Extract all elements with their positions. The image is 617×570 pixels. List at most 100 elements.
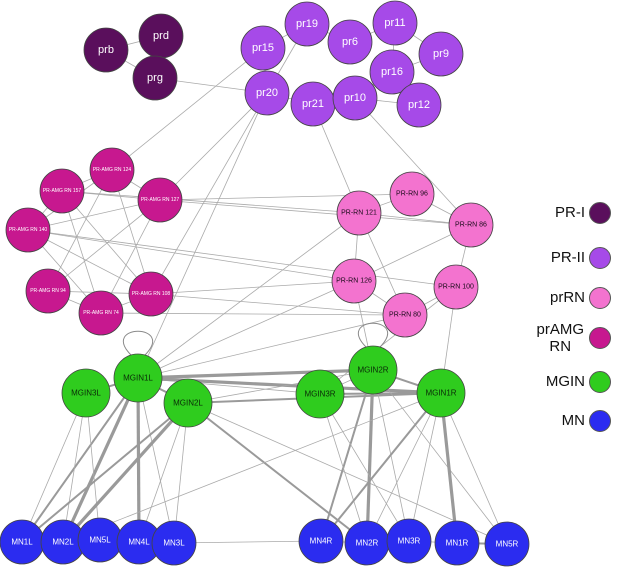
edge-pr20-amg108 xyxy=(150,92,268,295)
legend-swatch-pr-ii xyxy=(589,247,611,269)
node-MGIN3R[interactable]: MGIN3R xyxy=(295,369,345,419)
edge-MGIN3L-MN5L xyxy=(85,392,101,541)
node-label-pr21: pr21 xyxy=(302,98,324,110)
node-label-MN5L: MN5L xyxy=(89,536,111,545)
node-pr15[interactable]: pr15 xyxy=(240,25,286,71)
node-prd[interactable]: prd xyxy=(138,13,184,59)
node-amg108[interactable]: PR-AMG RN 108 xyxy=(128,271,174,317)
edge-MGIN3R-MN2R xyxy=(319,393,368,544)
edge-MN3L-MN4R xyxy=(173,540,322,544)
node-MN1L[interactable]: MN1L xyxy=(0,519,45,565)
edge-MGIN2L-MN2R xyxy=(187,402,368,544)
edge-rn80-MGIN1L xyxy=(137,314,406,379)
edge-MGIN1R-MN2R xyxy=(366,392,442,544)
node-amg157[interactable]: PR-AMG RN 157 xyxy=(39,168,85,214)
legend-label-mgin: MGIN xyxy=(545,373,585,390)
node-label-MN1L: MN1L xyxy=(11,538,33,547)
edge-rn100-MGIN3R xyxy=(319,286,457,395)
node-circle-MN3R xyxy=(386,518,432,564)
node-circle-pr16 xyxy=(369,49,415,95)
node-rn121[interactable]: PR-RN 121 xyxy=(336,190,382,236)
edge-rn121-MGIN1L xyxy=(137,212,360,379)
node-MN2R[interactable]: MN2R xyxy=(344,520,390,566)
edge-MGIN2L-MN4L xyxy=(138,402,189,543)
legend-swatch-mgin xyxy=(589,371,611,393)
edge-MGIN1L-MN3L xyxy=(137,377,175,544)
node-MGIN2R[interactable]: MGIN2R xyxy=(348,345,398,395)
node-label-pr10: pr10 xyxy=(344,92,366,104)
node-prb[interactable]: prb xyxy=(83,27,129,73)
legend-label-mn: MN xyxy=(561,412,585,429)
legend-label-pr-ii: PR-II xyxy=(550,249,585,266)
self-loop-MGIN2R xyxy=(358,322,388,349)
edge-amg124-amg94 xyxy=(47,169,113,292)
node-label-MGIN1L: MGIN1L xyxy=(123,374,153,383)
node-pr6[interactable]: pr6 xyxy=(327,19,373,65)
node-pr10[interactable]: pr10 xyxy=(332,75,378,121)
node-rn100[interactable]: PR-RN 100 xyxy=(433,264,479,310)
node-label-MN3L: MN3L xyxy=(163,539,185,548)
node-label-MN4R: MN4R xyxy=(310,537,333,546)
node-label-MN2R: MN2R xyxy=(356,539,379,548)
node-circle-rn100 xyxy=(433,264,479,310)
node-MN5L[interactable]: MN5L xyxy=(77,517,123,563)
edge-amg127-amg140 xyxy=(27,199,161,231)
edge-MGIN3L-MN2L xyxy=(62,392,87,543)
node-rn96[interactable]: PR-RN 96 xyxy=(389,171,435,217)
node-pr11[interactable]: pr11 xyxy=(372,0,418,46)
node-prg[interactable]: prg xyxy=(132,55,178,101)
node-pr21[interactable]: pr21 xyxy=(290,81,336,127)
node-label-rn126: PR-RN 126 xyxy=(336,278,372,285)
edge-MGIN1L-MGIN2R xyxy=(137,368,374,380)
node-amg74[interactable]: PR-AMG RN 74 xyxy=(78,290,124,336)
node-pr9[interactable]: pr9 xyxy=(418,31,464,77)
node-label-pr20: pr20 xyxy=(256,87,278,99)
node-label-MGIN3R: MGIN3R xyxy=(304,390,335,399)
node-circle-prb xyxy=(83,27,129,73)
node-rn80[interactable]: PR-RN 80 xyxy=(382,292,428,338)
node-label-MGIN2R: MGIN2R xyxy=(357,366,388,375)
node-MGIN1R[interactable]: MGIN1R xyxy=(416,368,466,418)
node-label-pr6: pr6 xyxy=(342,36,358,48)
node-MN5R[interactable]: MN5R xyxy=(484,521,530,567)
node-circle-MGIN3R xyxy=(295,369,345,419)
node-pr19[interactable]: pr19 xyxy=(284,1,330,47)
node-circle-amg140 xyxy=(5,207,51,253)
node-MGIN1L[interactable]: MGIN1L xyxy=(113,353,163,403)
node-MGIN2L[interactable]: MGIN2L xyxy=(163,378,213,428)
node-MN3L[interactable]: MN3L xyxy=(151,520,197,566)
self-loop-MGIN1L xyxy=(123,330,153,357)
node-label-pr15: pr15 xyxy=(252,42,274,54)
node-circle-rn86 xyxy=(448,202,494,248)
node-pr20[interactable]: pr20 xyxy=(244,70,290,116)
node-pr16[interactable]: pr16 xyxy=(369,49,415,95)
node-amg140[interactable]: PR-AMG RN 140 xyxy=(5,207,51,253)
edge-MGIN1R-MN5R xyxy=(440,392,508,545)
node-label-rn96: PR-RN 96 xyxy=(396,191,428,198)
node-MGIN3L[interactable]: MGIN3L xyxy=(61,368,111,418)
node-label-MN4L: MN4L xyxy=(128,538,150,547)
node-MN4R[interactable]: MN4R xyxy=(298,518,344,564)
edge-amg108-rn126 xyxy=(150,280,355,295)
edge-pr10-rn86 xyxy=(354,97,472,226)
edge-MGIN2R-MN4R xyxy=(320,369,374,542)
edge-pr20-amg127 xyxy=(159,92,268,201)
edge-MGIN2L-MN1L xyxy=(21,402,189,543)
node-pr12[interactable]: pr12 xyxy=(396,82,442,128)
node-MN3R[interactable]: MN3R xyxy=(386,518,432,564)
node-amg127[interactable]: PR-AMG RN 127 xyxy=(137,177,183,223)
node-label-MGIN2L: MGIN2L xyxy=(173,399,203,408)
node-MN1R[interactable]: MN1R xyxy=(434,520,480,566)
node-label-pr16: pr16 xyxy=(381,66,403,78)
node-circle-pr9 xyxy=(418,31,464,77)
node-rn126[interactable]: PR-RN 126 xyxy=(331,258,377,304)
node-amg124[interactable]: PR-AMG RN 124 xyxy=(89,147,135,193)
node-circle-pr20 xyxy=(244,70,290,116)
node-rn86[interactable]: PR-RN 86 xyxy=(448,202,494,248)
edge-MGIN2L-MN2L xyxy=(61,401,190,544)
node-label-MN1R: MN1R xyxy=(446,539,469,548)
edge-amg140-rn126 xyxy=(27,229,355,282)
node-amg94[interactable]: PR-AMG RN 94 xyxy=(25,268,71,314)
node-circle-pr15 xyxy=(240,25,286,71)
